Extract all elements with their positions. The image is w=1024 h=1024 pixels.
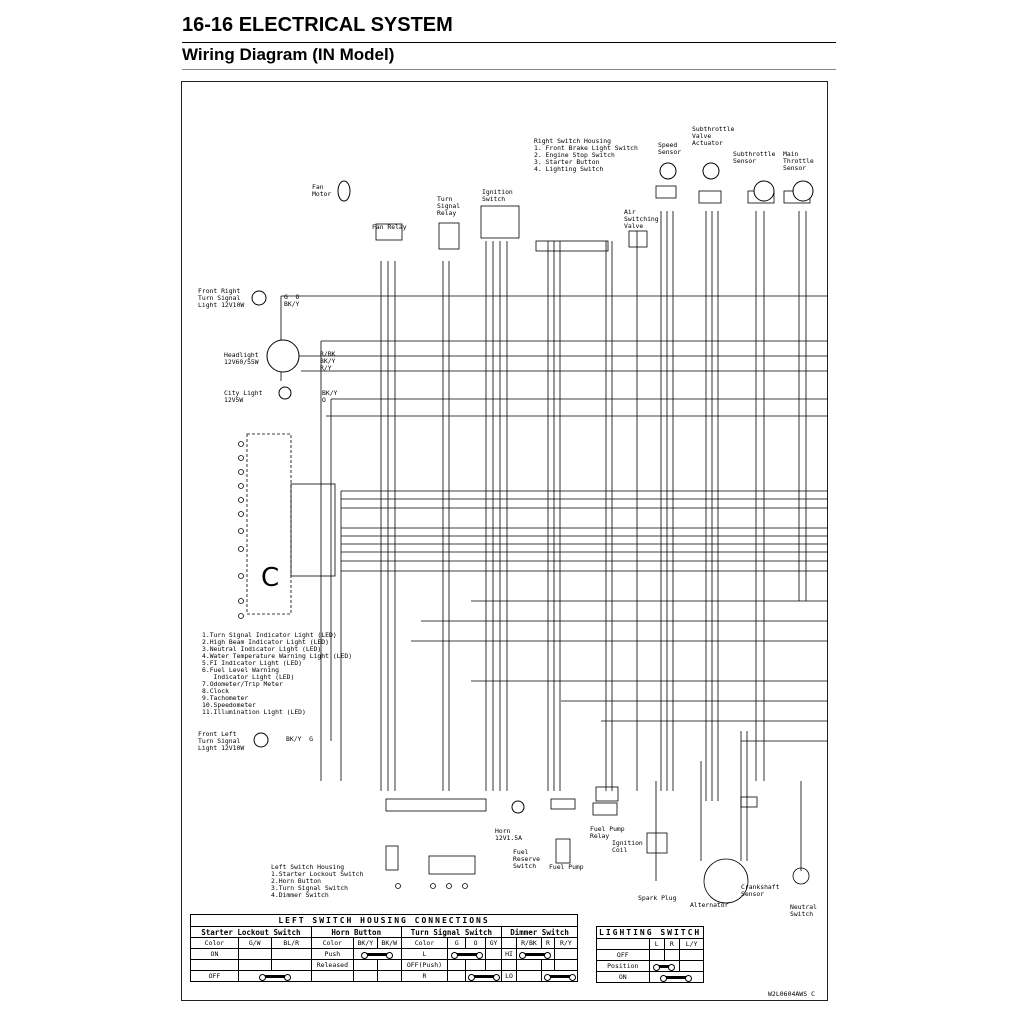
connection-bar [450,951,483,959]
color-header: Color [190,937,239,949]
turn-signal-relay-label: Turn Signal Relay [437,195,461,217]
crankshaft-sensor-label: Crankshaft Sensor [741,883,780,898]
row-r: R [400,970,449,982]
connection-bar [361,951,394,959]
row-released: Released [310,959,354,971]
subthrottle-sensor-label: Subthrottle Sensor [733,150,776,165]
diagram-frame [181,81,828,1001]
group-turn-signal: Turn Signal Switch [400,926,503,938]
left-switch-table-title: LEFT SWITCH HOUSING CONNECTIONS [190,914,578,927]
row-off: OFF [190,970,239,982]
connection-bar [467,973,500,981]
meter-legend: 1.Turn Signal Indicator Light (LED) 2.Hi… [202,631,353,716]
horn-symbol [511,800,525,814]
page-subtitle: Wiring Diagram (IN Model) [182,45,395,64]
col-blr: BL/R [270,937,312,949]
lighting-switch-table: LIGHTING SWITCH L R L/Y OFF Position ON [595,926,705,983]
row-position: Position [596,960,650,972]
row-off-push: OFF(Push) [400,959,449,971]
ignition-coil-label: Ignition Coil [612,839,643,854]
speed-sensor-label: Speed Sensor [658,141,682,156]
lighting-switch-title: LIGHTING SWITCH [595,926,705,939]
wire-colors-right-turn: G O BK/Y [284,293,300,308]
subtitle-rule [182,69,836,70]
fuel-pump-relay-label: Fuel Pump Relay [590,825,625,840]
wiring-diagram: C [238,162,828,904]
fuel-pump-label: Fuel Pump [549,863,584,871]
ignition-switch-label: Ignition Switch [482,188,513,203]
left-switch-housing-label: Left Switch Housing 1.Starter Lockout Sw… [271,863,364,899]
connection-bar [519,951,552,959]
row-l: L [400,948,449,960]
main-throttle-sensor-label: Main Throttle Sensor [783,150,814,172]
air-switching-valve-label: Air Switching Valve [624,208,659,230]
connection-bar [660,974,693,982]
fan-relay-label: Fan Relay [372,223,407,231]
neutral-switch-label: Neutral Switch [790,903,817,918]
headlight-lamp [266,339,300,373]
group-dimmer: Dimmer Switch [501,926,578,938]
main-throttle-sensor-symbol [792,180,814,202]
col-ly: L/Y [678,938,705,950]
col-gw: G/W [237,937,272,949]
col-l: L [648,938,665,950]
fuel-reserve-switch-label: Fuel Reserve Switch [513,848,540,870]
color-header: Color [400,937,449,949]
col-ry: R/Y [553,937,579,949]
col-o: O [465,937,486,949]
front-right-turn-label: Front Right Turn Signal Light 12V10W [198,287,245,309]
col-gy: GY [484,937,503,949]
col-rbk: R/BK [515,937,543,949]
alternator-label: Alternator [690,901,729,909]
subthrottle-valve-actuator-label: Subthrottle Valve Actuator [692,125,735,147]
row-off: OFF [596,949,650,961]
actuator-symbol [702,162,720,180]
front-right-turn-bulb [251,290,267,306]
model-code: W2L0604AWS C [768,990,815,998]
city-light-bulb [278,386,292,400]
color-header: Color [310,937,354,949]
fan-blade [337,180,351,202]
speed-sensor-symbol [659,162,677,180]
horn-label: Horn 12V1.5A [495,827,522,842]
front-left-turn-label: Front Left Turn Signal Light 12V10W [198,730,245,752]
wire-colors-headlight: R/BK BK/Y R/Y [320,350,336,372]
row-push: Push [310,948,354,960]
fan-motor-label: Fan Motor [312,183,332,198]
col-bkw: BK/W [376,937,402,949]
col-g: G [447,937,467,949]
wire-colors-left-turn: BK/Y G [286,735,313,743]
row-lo: LO [501,970,517,982]
row-hi: HI [501,948,517,960]
row-on: ON [596,971,650,983]
spark-plug-label: Spark Plug [638,894,677,902]
title-rule [182,42,836,43]
right-switch-housing-label: Right Switch Housing 1. Front Brake Ligh… [534,137,638,173]
connection-bar [653,963,676,971]
col-r: R [663,938,680,950]
subthrottle-sensor-symbol [753,180,775,202]
connection-bar [543,973,576,981]
front-left-turn-bulb [253,732,269,748]
row-on: ON [190,948,239,960]
svg-text:C: C [261,563,279,593]
group-starter-lockout: Starter Lockout Switch [190,926,312,938]
left-switch-connections-table: LEFT SWITCH HOUSING CONNECTIONS Starter … [190,914,579,982]
col-r: R [541,937,555,949]
city-light-label: City Light 12V5W [224,389,263,404]
connection-bar [258,973,291,981]
dimmer-spacer [501,937,517,949]
page-title: 16-16 ELECTRICAL SYSTEM [182,14,453,36]
col-bky: BK/Y [352,937,378,949]
headlight-label: Headlight 12V60/55W [224,351,259,366]
group-horn-button: Horn Button [310,926,402,938]
wiring-lines [246,185,828,904]
wire-colors-city: BK/Y O [322,389,338,404]
